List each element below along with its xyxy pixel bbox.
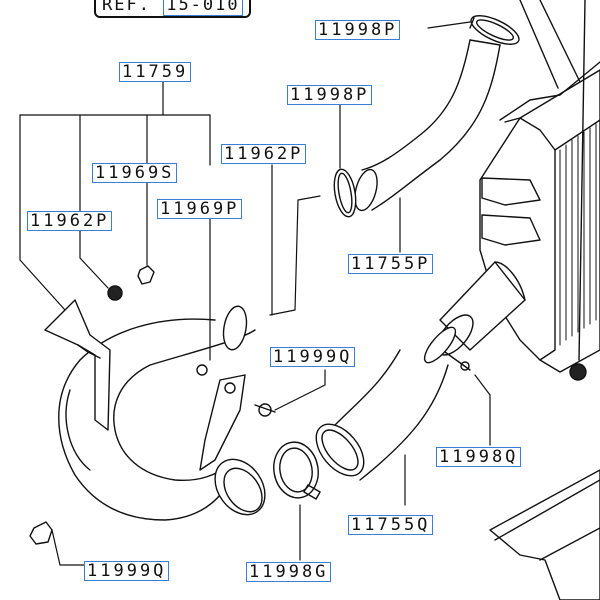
- bolts: [29, 265, 276, 545]
- part-label-11759[interactable]: 11759: [119, 62, 192, 82]
- part-label-11969s[interactable]: 11969S: [92, 163, 178, 183]
- part-label-11999q-bottom[interactable]: 11999Q: [84, 561, 170, 581]
- reference-code: 15-010: [163, 0, 243, 16]
- main-pipe: [58, 305, 266, 521]
- under-tray: [489, 469, 600, 600]
- part-label-11999q-mid[interactable]: 11999Q: [270, 347, 356, 367]
- top-clamp: [469, 15, 520, 45]
- lower-hose: [315, 326, 471, 481]
- support-bracket: [199, 374, 246, 471]
- part-label-11755q[interactable]: 11755Q: [348, 515, 434, 535]
- part-label-11755p[interactable]: 11755P: [348, 254, 434, 274]
- part-label-11998q[interactable]: 11998Q: [436, 447, 522, 467]
- upper-hose: [354, 39, 501, 212]
- part-label-11962p-left[interactable]: 11962P: [27, 211, 113, 231]
- leader-lines: [19, 21, 491, 566]
- part-label-11998p-top[interactable]: 11998P: [315, 20, 401, 40]
- outlet-pipe: [436, 261, 526, 356]
- reference-prefix: REF.: [102, 0, 151, 15]
- pipe-bracket: [44, 299, 111, 431]
- part-label-11969p[interactable]: 11969P: [157, 199, 243, 219]
- core-bolt: [569, 0, 587, 381]
- reference-box: REF. 15-010: [94, 0, 251, 18]
- lower-clamp: [273, 441, 321, 500]
- part-label-11998g[interactable]: 11998G: [246, 562, 332, 582]
- part-label-11962p-right[interactable]: 11962P: [221, 144, 307, 164]
- part-label-11998p-mid[interactable]: 11998P: [287, 85, 373, 105]
- mid-clamp: [333, 168, 357, 218]
